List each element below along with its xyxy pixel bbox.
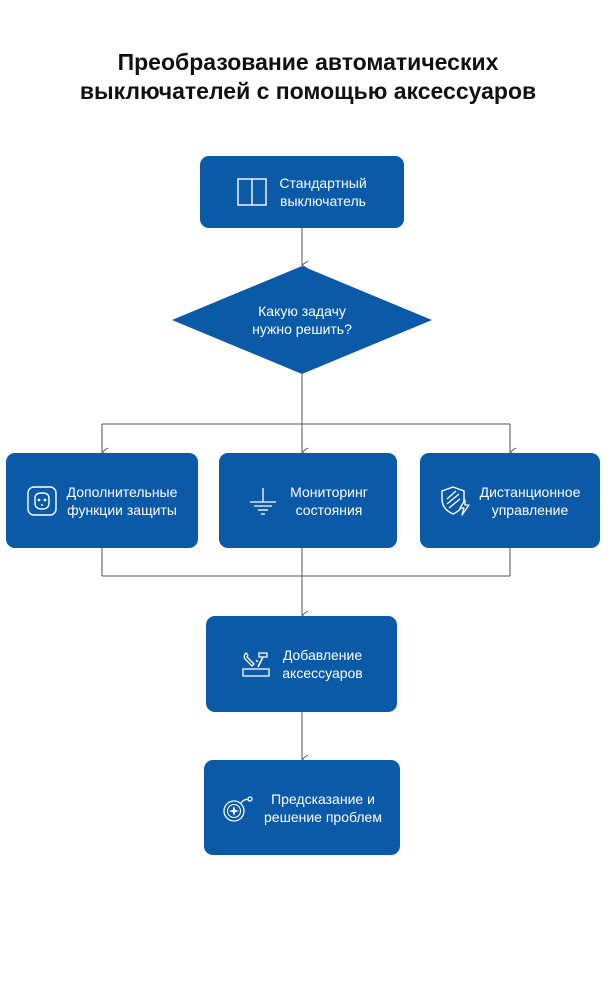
tools-icon	[240, 649, 272, 679]
node-add-accessories-line-1: Добавление	[282, 647, 363, 663]
node-add-accessories: Добавление аксессуаров	[206, 616, 397, 712]
node-decision-line-2: нужно решить?	[252, 321, 352, 337]
node-remote-control-line-2: управление	[491, 501, 569, 518]
node-monitoring-line-1: Мониторинг	[290, 483, 368, 500]
node-prediction-line-1: Предсказание и	[271, 790, 375, 807]
node-standard-breaker-line-1: Стандартный	[279, 175, 367, 191]
compass-icon	[222, 792, 254, 824]
node-protection-line-1: Дополнительные	[66, 483, 178, 500]
diagram-title: Преобразование автоматических выключател…	[0, 48, 616, 106]
node-decision-line-1: Какую задачу	[258, 303, 346, 319]
ground-icon	[248, 486, 278, 516]
shield-bolt-icon	[440, 485, 472, 517]
node-protection: Дополнительные функции защиты	[6, 453, 198, 548]
node-add-accessories-line-2: аксессуаров	[282, 665, 363, 681]
node-protection-line-2: функции защиты	[67, 501, 177, 518]
node-remote-control: Дистанционное управление	[420, 453, 600, 548]
node-prediction: Предсказание и решение проблем	[204, 760, 400, 855]
node-monitoring-line-2: состояния	[295, 501, 363, 518]
node-decision: Какую задачу нужно решить?	[172, 266, 432, 374]
node-standard-breaker-line-2: выключатель	[280, 193, 366, 209]
node-remote-control-line-1: Дистанционное	[479, 483, 581, 500]
node-monitoring: Мониторинг состояния	[219, 453, 397, 548]
title-line-1: Преобразование автоматических	[117, 49, 499, 75]
socket-icon	[26, 485, 57, 516]
node-prediction-line-2: решение проблем	[264, 808, 382, 825]
breaker-icon	[237, 178, 268, 206]
title-line-2: выключателей с помощью аксессуаров	[79, 78, 537, 104]
node-standard-breaker: Стандартный выключатель	[200, 156, 404, 228]
